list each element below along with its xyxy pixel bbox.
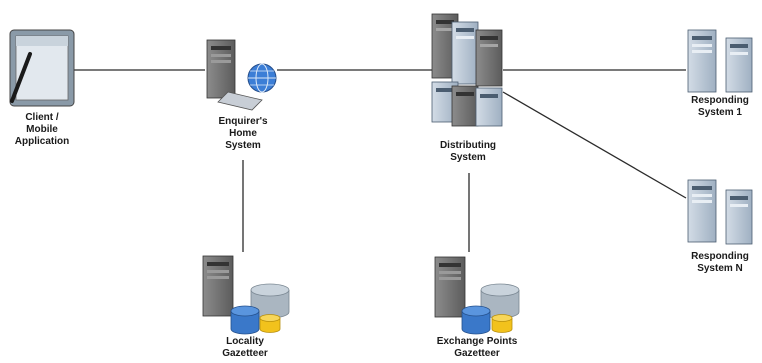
link-distributing-respondingN (502, 91, 687, 199)
exchange-label: Exchange Points Gazetteer (422, 336, 532, 360)
label-line: System N (697, 263, 743, 274)
label-line: Application (14, 136, 70, 147)
label-line: Gazetteer (222, 348, 268, 359)
server-cluster-icon (431, 13, 503, 127)
label-line: Responding (691, 251, 749, 262)
label-line: System 1 (698, 107, 742, 118)
label-line: Client / (25, 112, 59, 123)
label-line: Gazetteer (454, 348, 500, 359)
enquirer-label: Enquirer's Home System (200, 116, 286, 152)
locality-label: Locality Gazetteer (205, 336, 285, 360)
client-label: Client / Mobile Application (2, 112, 82, 148)
label-line: Mobile (26, 124, 58, 135)
label-line: Enquirer's (218, 116, 268, 127)
label-line: Responding (691, 95, 749, 106)
server-pair-icon (687, 179, 753, 245)
database-server-icon (202, 255, 290, 335)
connectors (74, 69, 687, 252)
label-line: Locality (226, 336, 264, 347)
database-server-icon (434, 256, 520, 335)
tablet-icon (9, 29, 75, 107)
distributing-label: Distributing System (420, 140, 516, 164)
label-line: System (450, 152, 486, 163)
server-globe-icon (206, 39, 277, 111)
label-line: Home (229, 128, 257, 139)
label-line: Exchange Points (436, 336, 518, 347)
label-line: Distributing (439, 140, 497, 151)
server-pair-icon (687, 29, 753, 93)
label-line: System (225, 140, 261, 151)
responding1-label: Responding System 1 (680, 95, 760, 119)
respondingN-label: Responding System N (680, 251, 760, 275)
